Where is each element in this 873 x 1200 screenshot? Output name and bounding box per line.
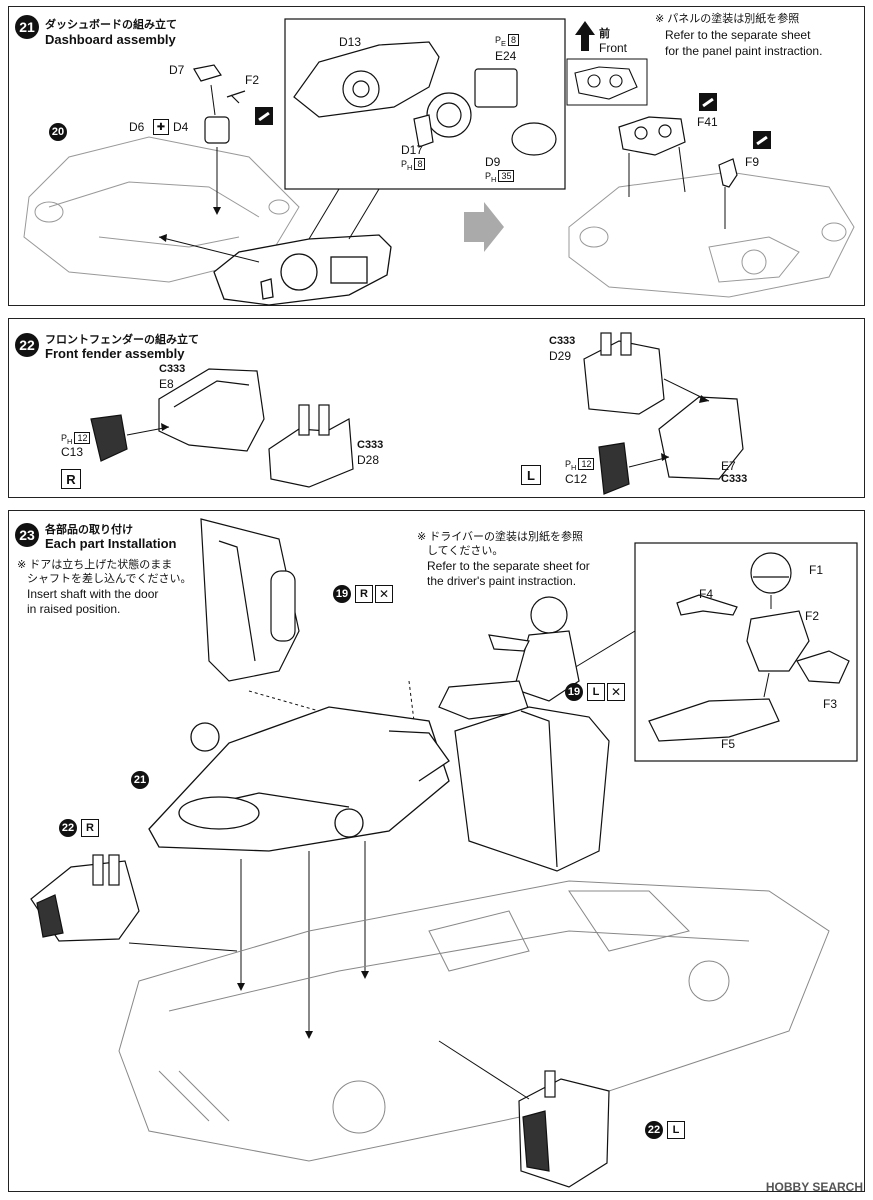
part-e8: E8 — [159, 377, 174, 391]
part-d6: D6 — [129, 120, 145, 134]
step-23-title-jp: 各部品の取り付け — [45, 524, 133, 536]
paint-icon — [255, 107, 273, 125]
door-note-en-2: in raised position. — [27, 602, 121, 616]
paint-icon — [753, 131, 771, 149]
part-d7: D7 — [169, 63, 185, 77]
step-23-panel: 23 各部品の取り付け Each part Installation ※ ドアは… — [8, 510, 865, 1192]
panel-note-jp: ※ パネルの塗装は別紙を参照 — [655, 13, 800, 25]
watermark: HOBBY SEARCH — [765, 1180, 863, 1194]
door-note-jp-2: シャフトを差し込んでください。 — [27, 573, 192, 585]
panel-note-en-2: for the panel paint instraction. — [665, 44, 823, 58]
no-glue-icon: ✕ — [607, 683, 625, 701]
part-d13: D13 — [339, 35, 362, 49]
step-number-23: 23 — [15, 523, 39, 547]
door-note-en-1: Insert shaft with the door — [27, 587, 159, 601]
front-label-en: Front — [599, 41, 628, 55]
part-f4: F4 — [699, 587, 714, 601]
part-c333-d29-paint: C333 — [549, 335, 576, 347]
part-c333-e7-paint: C333 — [721, 473, 748, 485]
plus-icon: ✚ — [153, 119, 169, 135]
ref-part-20: 20 — [49, 123, 67, 141]
ref-step-19-right-door: 19 — [333, 585, 351, 603]
step-number-22: 22 — [15, 333, 39, 357]
side-r-badge: R — [81, 819, 99, 837]
part-f9: F9 — [745, 155, 760, 169]
front-label-jp: 前 — [599, 28, 610, 40]
ref-step-21: 21 — [131, 771, 149, 789]
step-21-panel: 21 ダッシュボードの組み立て Dashboard assembly — [8, 6, 865, 306]
step-22-title-en: Front fender assembly — [45, 346, 185, 361]
part-e24: E24 — [495, 49, 517, 63]
part-f3: F3 — [823, 697, 838, 711]
part-c333-d28-paint: C333 — [357, 439, 384, 451]
part-d29: D29 — [549, 349, 572, 363]
ref-step-22-left: 22 — [645, 1121, 663, 1139]
part-c13: C13 — [61, 445, 84, 459]
driver-note-en-1: Refer to the separate sheet for — [427, 559, 590, 573]
front-fender-drawing — [90, 332, 744, 495]
driver-note-jp-2: してください。 — [427, 545, 504, 557]
door-note-jp-1: ※ ドアは立ち上げた状態のまま — [17, 559, 173, 571]
part-e7: E7 — [721, 459, 736, 473]
part-c12: C12 — [565, 472, 588, 486]
side-l-badge: L — [587, 683, 605, 701]
ref-step-22-right: 22 — [59, 819, 77, 837]
part-d4: D4 — [173, 120, 189, 134]
part-d28: D28 — [357, 453, 380, 467]
step-21-title-jp: ダッシュボードの組み立て — [45, 19, 177, 31]
paint-icon — [699, 93, 717, 111]
side-r-badge: R — [355, 585, 373, 603]
part-f2: F2 — [245, 73, 260, 87]
part-d9: D9 — [485, 155, 501, 169]
driver-note-en-2: the driver's paint instraction. — [427, 574, 577, 588]
driver-note-jp-1: ※ ドライバーの塗装は別紙を参照 — [417, 531, 584, 543]
part-d17: D17 — [401, 143, 424, 157]
step-21-title-en: Dashboard assembly — [45, 32, 176, 47]
step-22-title-jp: フロントフェンダーの組み立て — [45, 334, 199, 346]
step-23-title-en: Each part Installation — [45, 536, 177, 551]
step-number-21: 21 — [15, 15, 39, 39]
part-c333-e8-paint: C333 — [159, 363, 186, 375]
side-l-badge: L — [521, 465, 541, 485]
dashboard-assembly-drawing — [23, 18, 855, 306]
side-l-badge: L — [667, 1121, 685, 1139]
part-f2-torso: F2 — [805, 609, 820, 623]
part-f1: F1 — [809, 563, 824, 577]
side-r-badge: R — [61, 469, 81, 489]
no-glue-icon: ✕ — [375, 585, 393, 603]
part-f5: F5 — [721, 737, 736, 751]
part-f41: F41 — [697, 115, 718, 129]
ref-step-19-left-door: 19 — [565, 683, 583, 701]
installation-drawing — [30, 518, 858, 1188]
step-22-panel: 22 フロントフェンダーの組み立て Front fender assembly — [8, 318, 865, 498]
panel-note-en-1: Refer to the separate sheet — [665, 28, 811, 42]
